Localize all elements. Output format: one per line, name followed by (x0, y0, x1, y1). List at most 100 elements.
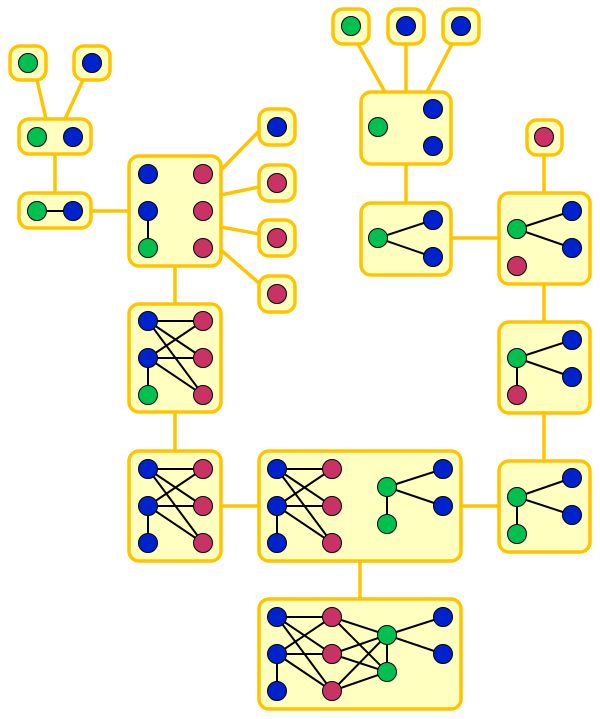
graph-node-red (322, 533, 342, 553)
tree-edge-a2-a3 (63, 79, 85, 120)
graph-node-red (193, 385, 213, 405)
bag-d3 (441, 7, 481, 46)
tree-edge-b1-c3 (220, 225, 260, 236)
graph-node-blue (423, 247, 443, 267)
graph-edge (147, 357, 204, 396)
graph-node-green (507, 524, 527, 544)
graph-node-blue (433, 607, 453, 627)
graph-node-red (193, 164, 213, 184)
graph-node-blue (63, 201, 83, 221)
graph-node-red (193, 238, 213, 258)
graph-node-blue (267, 607, 287, 627)
bag-m2 (257, 597, 463, 711)
graph-node-green (368, 117, 388, 137)
graph-node-green (27, 127, 47, 147)
bag-a3 (17, 117, 93, 156)
graph-node-blue (423, 136, 443, 156)
graph-node-blue (138, 201, 158, 221)
graph-node-blue (138, 311, 158, 331)
bag-e1 (359, 90, 453, 166)
graph-node-green (18, 53, 38, 73)
graph-node-red (267, 228, 287, 248)
graph-node-blue (562, 238, 582, 258)
bag-d2 (386, 7, 426, 46)
graph-node-blue (396, 16, 416, 36)
graph-node-green (377, 477, 397, 497)
bag-f3 (497, 320, 592, 415)
graph-edge (276, 616, 333, 655)
bag-d1 (331, 7, 371, 46)
graph-edge (331, 634, 388, 692)
graph-node-red (193, 496, 213, 516)
bag-a2 (72, 44, 112, 82)
graph-node-blue (562, 201, 582, 221)
graph-node-blue (562, 468, 582, 488)
graph-edge (147, 505, 204, 544)
graph-edge (276, 468, 333, 507)
graph-node-green (377, 625, 397, 645)
graph-node-green (368, 228, 388, 248)
graph-node-red (322, 681, 342, 701)
graph-node-green (341, 16, 361, 36)
bag-c4 (257, 274, 297, 314)
graph-node-green (507, 219, 527, 239)
bag-b2 (127, 302, 223, 414)
graph-node-blue (138, 348, 158, 368)
graph-node-blue (138, 496, 158, 516)
graph-node-blue (82, 53, 102, 73)
graph-node-red (322, 607, 342, 627)
bag-c3 (257, 218, 297, 258)
graph-node-blue (267, 681, 287, 701)
graph-node-blue (138, 164, 158, 184)
tree-edge-b1-c2 (220, 185, 260, 197)
graph-node-red (322, 496, 342, 516)
graph-node-blue (267, 496, 287, 516)
graph-node-red (322, 459, 342, 479)
graph-node-blue (138, 459, 158, 479)
bag-e2 (359, 201, 453, 277)
bag-f1 (525, 118, 564, 157)
tree-edge-a1-a3 (35, 79, 48, 120)
graph-node-green (507, 348, 527, 368)
bag-b3 (127, 449, 223, 563)
graph-node-green (377, 514, 397, 534)
graph-node-red (507, 385, 527, 405)
graph-node-blue (562, 367, 582, 387)
tree-edges (35, 43, 546, 599)
graph-node-red (507, 256, 527, 276)
graph-node-green (138, 238, 158, 258)
graph-node-red (193, 459, 213, 479)
graph-node-blue (267, 117, 287, 137)
graph-node-green (377, 662, 397, 682)
graph-node-red (534, 127, 554, 147)
graph-node-green (27, 201, 47, 221)
graph-node-blue (267, 459, 287, 479)
graph-edge (276, 505, 333, 544)
bag-f4 (497, 459, 592, 554)
graph-node-blue (423, 99, 443, 119)
graph-node-red (193, 533, 213, 553)
bag-b1 (127, 154, 223, 268)
graph-node-red (322, 644, 342, 664)
graph-node-red (267, 173, 287, 193)
bag-c2 (257, 163, 297, 203)
graph-node-blue (423, 210, 443, 230)
graph-node-blue (138, 533, 158, 553)
graph-node-blue (433, 496, 453, 516)
graph-node-green (138, 385, 158, 405)
bag-c1 (257, 107, 297, 147)
graph-edge (276, 653, 333, 692)
tree-edge-d1-e1 (356, 43, 387, 93)
graph-edge (147, 468, 204, 507)
graph-edge (147, 320, 204, 359)
graph-node-blue (63, 127, 83, 147)
tree-edge-d3-e1 (425, 43, 454, 93)
graph-node-blue (562, 505, 582, 525)
graph-node-red (193, 311, 213, 331)
graph-node-red (193, 201, 213, 221)
graph-node-blue (267, 533, 287, 553)
bag-m1 (257, 449, 463, 563)
graph-node-blue (562, 330, 582, 350)
graph-node-blue (267, 644, 287, 664)
